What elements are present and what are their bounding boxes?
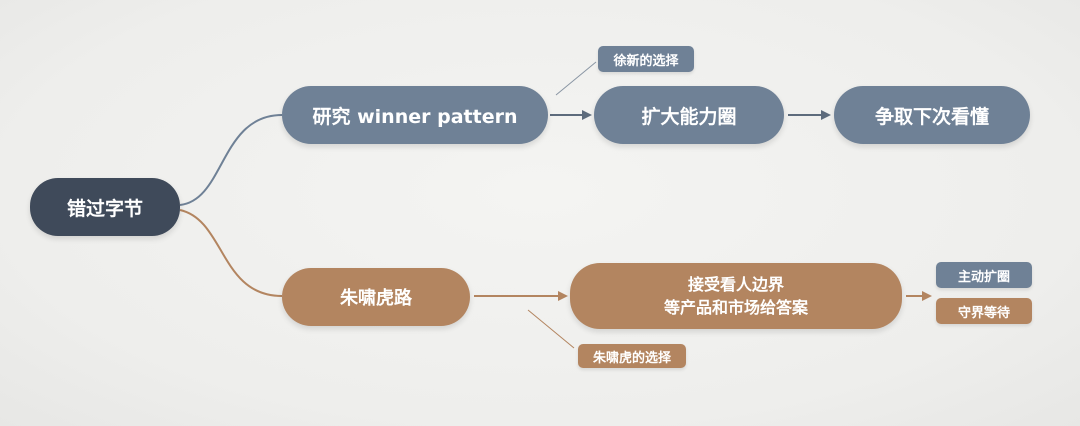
bottom-step2-node: 接受看人边界 等产品和市场给答案 — [570, 263, 902, 329]
top-step2-node: 扩大能力圈 — [594, 86, 784, 144]
top-note-label: 徐新的选择 — [613, 53, 679, 69]
top-branch-node: 研究 winner pattern — [282, 86, 548, 144]
bottom-step2-line2: 等产品和市场给答案 — [663, 298, 808, 317]
outcome-wait-label: 守界等待 — [957, 305, 1010, 321]
bottom-note-leader — [527, 309, 575, 349]
top-step2-label: 扩大能力圈 — [641, 105, 737, 128]
outcome-wait-tag: 守界等待 — [936, 298, 1032, 324]
root-node: 错过字节 — [30, 178, 180, 236]
top-branch-label: 研究 winner pattern — [312, 105, 518, 128]
bottom-step2-line1: 接受看人边界 — [687, 275, 784, 294]
bottom-branch-label: 朱啸虎路 — [340, 288, 412, 309]
top-step3-label: 争取下次看懂 — [874, 105, 989, 128]
bottom-note-tag: 朱啸虎的选择 — [578, 344, 686, 368]
bottom-note-label: 朱啸虎的选择 — [592, 350, 671, 366]
bottom-branch-node: 朱啸虎路 — [282, 268, 470, 326]
root-to-bottom-connector — [179, 209, 283, 297]
outcome-expand-label: 主动扩圈 — [957, 269, 1010, 285]
top-note-tag: 徐新的选择 — [598, 46, 694, 72]
root-to-top-connector — [179, 114, 283, 206]
outcome-expand-tag: 主动扩圈 — [936, 262, 1032, 288]
top-note-leader — [555, 61, 597, 96]
root-label: 错过字节 — [66, 197, 143, 220]
top-step3-node: 争取下次看懂 — [834, 86, 1030, 144]
